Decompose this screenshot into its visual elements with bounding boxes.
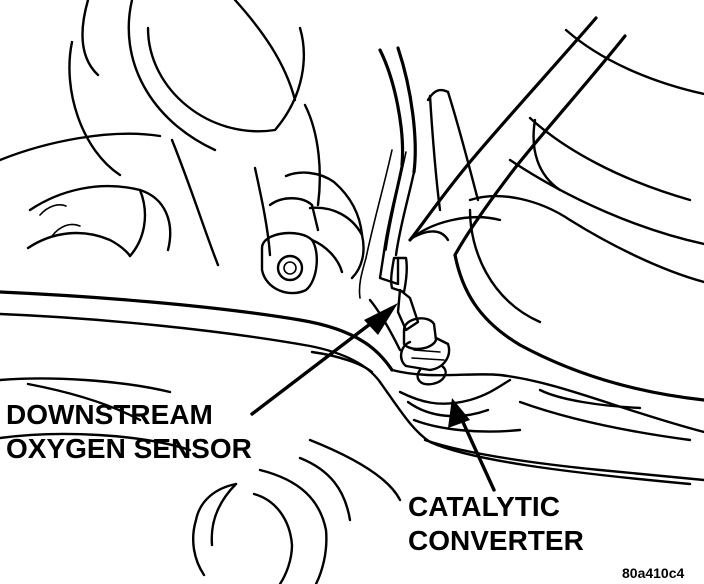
oxygen-sensor-arrow [250,303,398,416]
mounting-bolt [260,171,365,295]
catalytic-converter-body [0,290,704,486]
underbody-panel [408,16,704,402]
catalytic-converter-label-line2: CONVERTER [408,525,584,556]
downstream-oxygen-sensor [396,288,451,386]
lower-chassis [0,377,402,584]
catalytic-converter-label-line1: CATALYTIC [408,491,560,522]
figure-id: 80a410c4 [622,565,685,581]
engine-casting [0,0,321,267]
catalytic-converter-arrow [448,398,496,492]
sensor-wiring [358,46,450,299]
downstream-oxygen-sensor-label-line1: DOWNSTREAM [6,399,213,430]
downstream-oxygen-sensor-label-line2: OXYGEN SENSOR [6,433,252,464]
